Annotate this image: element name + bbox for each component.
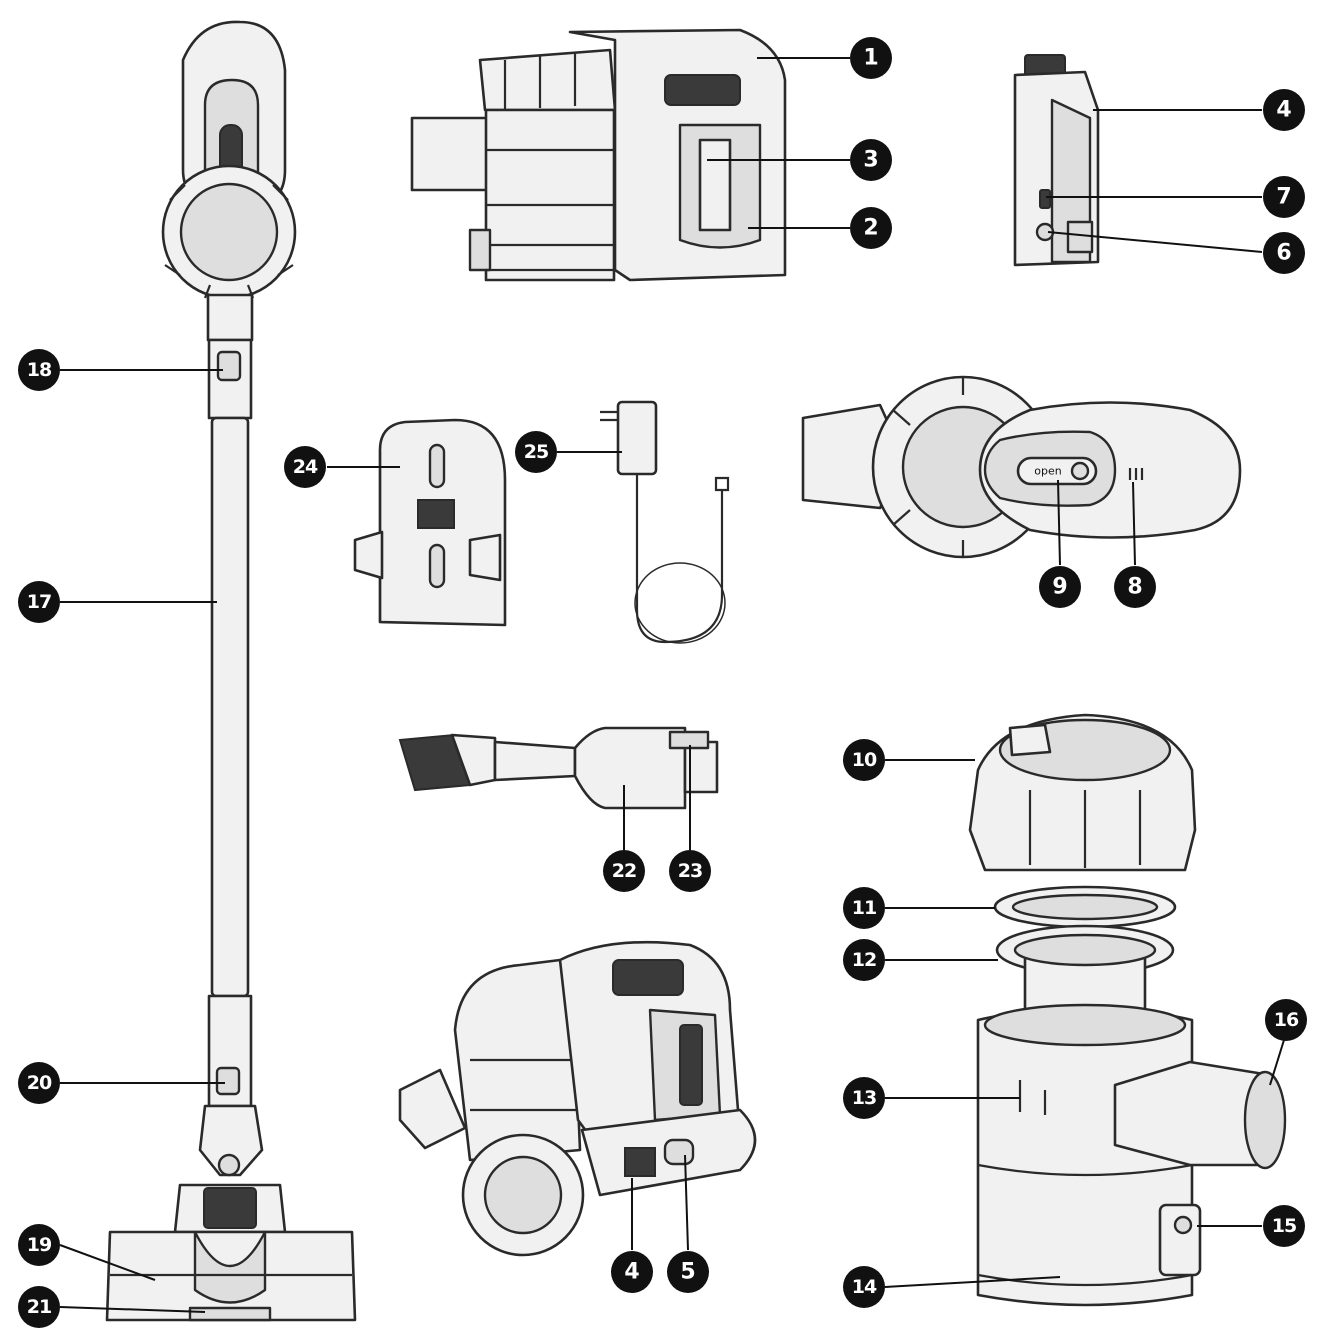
open-button-label: open <box>1034 465 1061 478</box>
svg-text:16: 16 <box>1274 1009 1299 1031</box>
svg-text:5: 5 <box>680 1260 695 1285</box>
callout-17: 17 <box>18 581 60 623</box>
callout-19: 19 <box>18 1224 60 1266</box>
callout-5: 5 <box>667 1251 709 1293</box>
callout-2: 2 <box>850 207 892 249</box>
callout-14: 14 <box>843 1266 885 1308</box>
svg-text:1: 1 <box>863 46 878 71</box>
wall-mount-bracket <box>353 418 507 627</box>
callout-9: 9 <box>1039 566 1081 608</box>
svg-text:21: 21 <box>27 1296 51 1318</box>
svg-text:25: 25 <box>524 441 548 463</box>
callout-25: 25 <box>515 431 557 473</box>
svg-text:24: 24 <box>293 456 318 478</box>
svg-text:18: 18 <box>27 359 52 381</box>
callout-13: 13 <box>843 1077 885 1119</box>
svg-text:15: 15 <box>1272 1215 1296 1237</box>
svg-text:6: 6 <box>1276 241 1291 266</box>
charger-adapter <box>600 400 730 644</box>
stick-vacuum-assembly <box>105 20 357 1322</box>
callout-23: 23 <box>669 850 711 892</box>
svg-text:17: 17 <box>27 591 51 613</box>
callout-3: 3 <box>850 139 892 181</box>
svg-text:10: 10 <box>852 749 877 771</box>
svg-text:2: 2 <box>863 216 878 241</box>
callout-18: 18 <box>18 349 60 391</box>
callout-7: 7 <box>1263 176 1305 218</box>
svg-text:12: 12 <box>852 949 876 971</box>
callout-1: 1 <box>850 37 892 79</box>
svg-text:14: 14 <box>852 1276 877 1298</box>
crevice-brush-tool <box>398 726 719 810</box>
handheld-top-view: open <box>801 375 1242 559</box>
svg-text:8: 8 <box>1127 575 1142 600</box>
svg-text:9: 9 <box>1052 575 1067 600</box>
callout-22: 22 <box>603 850 645 892</box>
callout-4-battery: 4 <box>1263 89 1305 131</box>
callout-15: 15 <box>1263 1205 1305 1247</box>
battery-pack <box>1013 54 1100 267</box>
svg-text:4: 4 <box>624 1260 639 1285</box>
callout-badges: 1 2 3 4 4 5 6 7 8 9 10 11 12 13 14 15 16… <box>18 37 1307 1328</box>
callout-21: 21 <box>18 1286 60 1328</box>
handheld-angled-view <box>398 940 757 1257</box>
dust-cup-exploded <box>968 713 1287 1307</box>
svg-text:20: 20 <box>27 1072 52 1094</box>
callout-6: 6 <box>1263 232 1305 274</box>
leader-lines <box>59 57 1285 1313</box>
handheld-main-unit <box>410 28 787 282</box>
callout-8: 8 <box>1114 566 1156 608</box>
svg-text:22: 22 <box>612 860 636 882</box>
svg-text:4: 4 <box>1276 98 1291 123</box>
callout-16: 16 <box>1265 999 1307 1041</box>
callout-12: 12 <box>843 939 885 981</box>
callout-4-unit: 4 <box>611 1251 653 1293</box>
svg-text:7: 7 <box>1276 185 1291 210</box>
svg-text:23: 23 <box>678 860 702 882</box>
svg-text:19: 19 <box>27 1234 51 1256</box>
svg-text:3: 3 <box>863 148 878 173</box>
callout-24: 24 <box>284 446 326 488</box>
callout-11: 11 <box>843 887 885 929</box>
callout-10: 10 <box>843 739 885 781</box>
callout-20: 20 <box>18 1062 60 1104</box>
svg-text:13: 13 <box>852 1087 876 1109</box>
svg-text:11: 11 <box>852 897 876 919</box>
